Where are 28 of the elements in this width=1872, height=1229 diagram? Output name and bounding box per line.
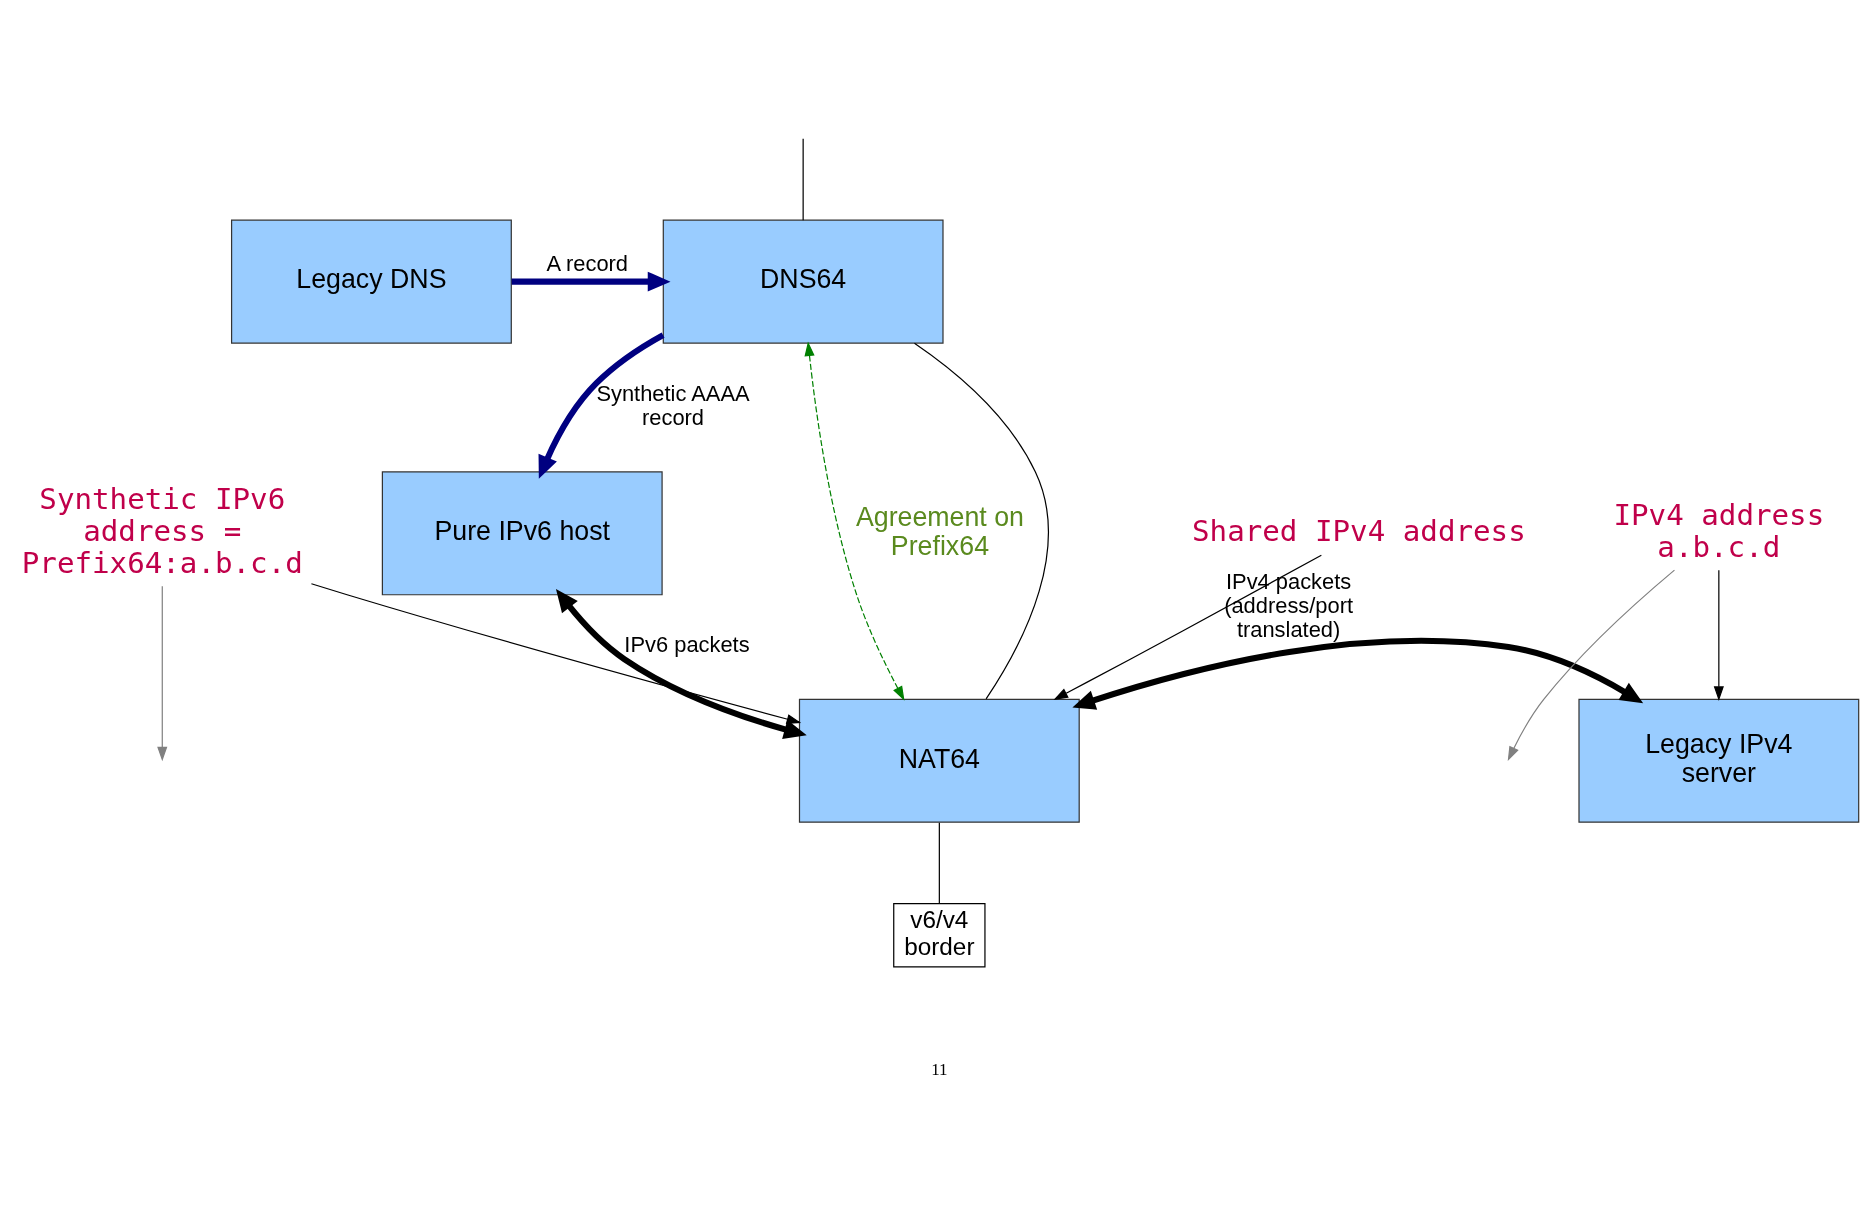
node-box: Legacy IPv4 server [1578,698,1860,823]
node-text: IPv4 address a.b.c.d [1613,497,1825,564]
arrow [1507,569,1676,761]
node-box: DNS64 [662,219,944,344]
node-text: Synthetic IPv6 address = Prefix64:a.b.c.d [21,481,303,580]
arrow [804,341,905,701]
connector [913,342,1049,700]
arrow [538,331,665,479]
arrow [1053,554,1322,700]
label: 11 [931,1059,948,1079]
edge-label: Synthetic AAAA record [596,380,750,430]
connector [938,821,940,904]
edge-label: Agreement on Prefix64 [855,501,1024,561]
node-box: Pure IPv6 host [381,470,663,595]
edge-label: A record [546,250,629,276]
node-box: NAT64 [798,698,1080,823]
arrow [511,271,671,292]
arrow [310,582,802,724]
arrow [157,585,168,761]
connector [802,137,804,221]
node-text: Shared IPv4 address [1192,513,1526,548]
node-box: v6/v4 border [893,902,986,967]
arrow [555,588,807,739]
edge-label: IPv4 packets (address/port translated) [1224,568,1354,642]
arrow [1713,569,1724,701]
arrow [1072,637,1644,710]
edge-label: IPv6 packets [624,631,750,657]
node-box: Legacy DNS [231,219,512,344]
